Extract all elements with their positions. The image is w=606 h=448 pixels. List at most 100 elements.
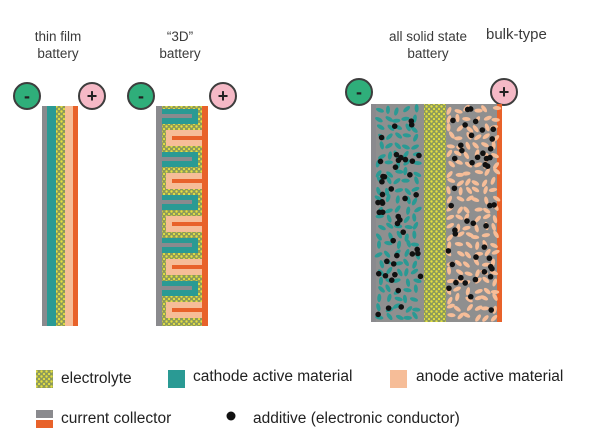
additive-particle — [417, 273, 424, 280]
cathode-particle — [392, 118, 401, 123]
additive-particle — [451, 155, 458, 162]
anode-particle — [454, 259, 462, 267]
cathode-particle — [412, 213, 417, 222]
bulk-title-line2: battery — [407, 46, 449, 61]
anode-particle — [455, 292, 460, 302]
thin-film-pos-collector — [73, 106, 78, 326]
anode-particle — [446, 106, 452, 115]
additive-particle — [375, 311, 381, 318]
additive-particle — [472, 118, 479, 125]
anode-particle — [446, 223, 455, 229]
anode-particle — [453, 286, 461, 292]
additive-particle — [409, 158, 416, 164]
cathode-particle — [386, 312, 393, 321]
thin-film-title-line1: thin film — [34, 29, 82, 44]
anode-particle — [481, 233, 491, 238]
cathode-particle — [379, 141, 384, 150]
additive-particle — [469, 159, 475, 166]
cathode-particle — [379, 260, 385, 269]
bulk-title-line1: all solid state — [388, 29, 468, 44]
cathode-particle — [384, 250, 391, 258]
cathode-particle — [403, 159, 411, 166]
anode-particle — [493, 230, 499, 239]
anode-particle — [483, 186, 488, 195]
additive-particle — [446, 285, 452, 292]
cathode-particle — [377, 240, 382, 249]
anode-particle — [464, 161, 473, 168]
anode-particle — [482, 276, 490, 284]
cathode-particle — [413, 161, 422, 166]
cathode-particle — [404, 225, 414, 230]
anode-particle — [448, 160, 455, 168]
anode-particle — [490, 314, 498, 322]
cathode-particle — [386, 176, 392, 185]
additive-particle — [415, 250, 421, 257]
anode-particle — [454, 109, 463, 114]
anode-particle — [491, 152, 499, 159]
anode-particle — [446, 278, 456, 284]
additive-particle — [481, 268, 488, 275]
additive-particle — [398, 304, 405, 310]
anode-particle — [456, 180, 464, 187]
anode-particle — [474, 169, 484, 175]
anode-particle — [446, 214, 455, 220]
additive-particle — [472, 276, 479, 283]
thin-film-negative-terminal: - — [13, 82, 41, 110]
cathode-particle — [394, 188, 404, 193]
anode-particle — [492, 162, 500, 170]
thin-film-anode — [65, 106, 73, 326]
anode-particle — [482, 315, 489, 322]
additive-particle — [390, 261, 397, 267]
anode-particle — [473, 258, 480, 266]
additive-particle — [453, 279, 459, 286]
anode-particle — [493, 168, 501, 175]
anode-particle — [484, 168, 490, 176]
anode-particle — [462, 116, 471, 122]
cathode-particle — [394, 261, 404, 266]
cathode-particle — [403, 258, 409, 267]
anode-particle — [474, 108, 483, 113]
additive-particle — [402, 195, 408, 202]
anode-particle — [481, 179, 488, 188]
anode-particle — [455, 269, 464, 275]
anode-particle — [446, 144, 455, 149]
thin-film-neg-collector — [42, 106, 47, 326]
cathode-particle — [414, 104, 419, 113]
cathode-particle — [377, 154, 386, 160]
cathode-particle — [394, 205, 401, 213]
cathode-particle — [386, 266, 393, 275]
additive-particle — [395, 213, 402, 220]
additive-particle — [479, 127, 486, 133]
anode-particle — [490, 289, 500, 294]
anode-particle — [483, 207, 491, 214]
3d-pos-collector-finger — [172, 222, 202, 226]
bulk-electrolyte — [424, 104, 446, 322]
cathode-particle — [411, 144, 419, 150]
cathode-particle — [375, 117, 383, 123]
plus-icon: + — [498, 81, 510, 102]
anode-particle — [446, 171, 453, 178]
cathode-particle — [394, 296, 403, 302]
cathode-particle — [409, 297, 419, 302]
anode-particle — [466, 303, 473, 311]
cathode-particle — [403, 288, 412, 293]
cathode-particle — [395, 132, 403, 139]
additive-particle — [379, 178, 385, 185]
cathode-particle — [394, 142, 402, 150]
cathode-particle — [404, 188, 412, 195]
3d-negative-terminal: - — [127, 82, 155, 110]
legend-additive-label: additive (electronic conductor) — [253, 410, 460, 427]
cathode-particle — [402, 133, 411, 138]
additive-particle — [468, 132, 475, 139]
additive-particle — [390, 237, 396, 244]
cathode-particle — [375, 233, 382, 241]
anode-particle — [484, 248, 491, 257]
anode-particle — [465, 178, 471, 186]
anode-particle — [455, 214, 464, 220]
anode-particle — [446, 186, 451, 195]
anode-particle — [465, 287, 471, 296]
additive-particle — [380, 173, 386, 180]
cathode-particle — [375, 107, 384, 113]
additive-particle — [483, 223, 489, 229]
bulk-positive-terminal: + — [490, 78, 518, 106]
